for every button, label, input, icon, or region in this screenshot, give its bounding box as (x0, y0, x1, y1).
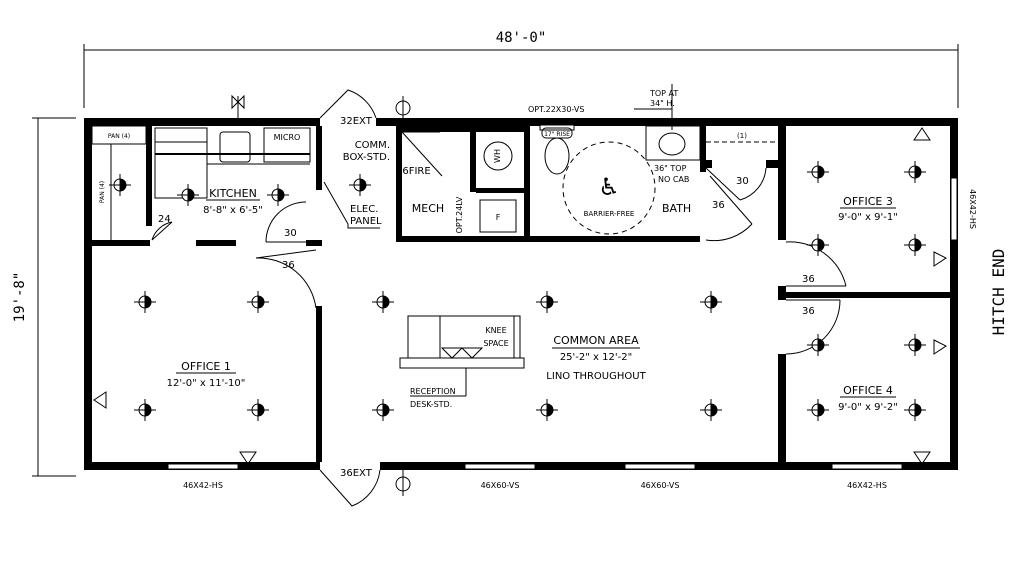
office4-door-label: 36 (802, 306, 815, 317)
meter-icon (395, 476, 411, 492)
office4-window-label: 46X42-HS (847, 481, 887, 490)
front-door-label: 32EXT (340, 116, 373, 127)
common-area-size: 25'-2" x 12'-2" (560, 352, 632, 363)
pantry-door-label: 24 (158, 214, 171, 225)
data-outlets (93, 127, 947, 465)
pantry-side-shelf-label: PAN (4) (99, 181, 106, 203)
common-window-right-label: 46X60-VS (641, 481, 680, 490)
kitchen-fixtures: PAN (4) PAN (4) MICRO KITCHEN 8'-8" x 6'… (91, 94, 311, 240)
light-fixture-icon (807, 399, 829, 421)
light-fixture-icon (807, 334, 829, 356)
microwave-label: MICRO (274, 133, 301, 142)
knee-space-label: KNEE (485, 326, 506, 335)
fire-door-label: 36FIRE (396, 166, 431, 177)
kitchen-name: KITCHEN (209, 187, 257, 200)
pantry-shelf-label: PAN (4) (108, 133, 130, 140)
light-fixture-icon (536, 291, 558, 313)
office4-name: OFFICE 4 (843, 384, 893, 397)
light-fixture-icon (372, 399, 394, 421)
wheelchair-icon: ♿ (598, 173, 620, 201)
light-fixture-icon (109, 174, 131, 196)
light-fixture-icon (807, 161, 829, 183)
doors: 24 30 36 32EXT 36EXT 30 36 36 36 (151, 89, 847, 507)
office3-size: 9'-0" x 9'-1" (838, 212, 898, 223)
furnace-icon (479, 199, 517, 233)
light-fixture-icon (904, 334, 926, 356)
light-fixture-icon (134, 291, 156, 313)
light-fixture-icon (247, 399, 269, 421)
closet-door-label: 30 (736, 176, 749, 187)
water-heater-label: WH (493, 149, 502, 163)
comm-box-std-label: BOX-STD. (343, 152, 390, 163)
lavatory-icon (658, 132, 686, 156)
bath-door-label: 36 (712, 200, 725, 211)
office3-door-label: 36 (802, 274, 815, 285)
bath-name: BATH (662, 202, 691, 215)
reception-desk: KNEE SPACE RECEPTION DESK-STD. (399, 315, 525, 409)
overall-width-dimension: 48'-0" (83, 30, 959, 108)
common-window-left-label: 46X60-VS (481, 481, 520, 490)
light-fixture-icon (904, 161, 926, 183)
range (154, 127, 208, 199)
office4-size: 9'-0" x 9'-2" (838, 402, 898, 413)
office1-name: OFFICE 1 (181, 360, 231, 373)
comm-box-label: COMM. (355, 140, 390, 151)
office3-name: OFFICE 3 (843, 195, 893, 208)
rear-door-label: 36EXT (340, 468, 373, 479)
mech-name: MECH (412, 202, 444, 215)
kitchen-door-label: 30 (284, 228, 297, 239)
bath-window-label: OPT.22X30-VS (528, 105, 584, 114)
light-fixture-icon (349, 174, 371, 196)
width-label: 48'-0" (496, 30, 547, 46)
office1-window-label: 46X42-HS (183, 481, 223, 490)
elec-panel-label-2: PANEL (350, 216, 382, 227)
top-height-label: 34" H. (650, 99, 675, 108)
light-fixture-icon (247, 291, 269, 313)
knee-space-label-2: SPACE (483, 339, 508, 348)
furnace-label: F (496, 213, 501, 222)
office1-door-label: 36 (282, 260, 295, 271)
light-fixture-icon (536, 399, 558, 421)
light-fixture-icon (134, 399, 156, 421)
light-fixture-icon (177, 184, 199, 206)
light-fixture-icon (700, 399, 722, 421)
hitch-end-label: HITCH END (989, 249, 1008, 336)
kitchen-size: 8'-8" x 6'-5" (203, 205, 263, 216)
light-fixture-icon (372, 291, 394, 313)
closet-shelf-label: (1) (737, 132, 747, 140)
gas-meter-icon (395, 100, 411, 116)
overall-depth-dimension: 19'-8" (12, 117, 76, 477)
louver-label: OPT.24LV (455, 196, 464, 233)
light-fixture-icon (904, 234, 926, 256)
light-fixture-icon (904, 399, 926, 421)
reception-desk-std-label: DESK-STD. (410, 400, 452, 409)
light-fixture-icon (267, 184, 289, 206)
hose-bib-icon (231, 94, 245, 110)
office3-window-label: 46X42-HS (968, 189, 977, 229)
barrier-free-label: BARRIER-FREE (584, 210, 635, 218)
office1-size: 12'-0" x 11'-10" (167, 378, 246, 389)
toilet-rise-label: 17" RISE (544, 131, 570, 138)
common-area-name: COMMON AREA (553, 334, 639, 347)
interior-walls (92, 126, 950, 470)
vanity-top-label: 36" TOP (654, 164, 687, 173)
windows: 46X42-HS 46X60-VS 46X60-VS 46X42-HS 46X4… (167, 177, 977, 490)
water-heater-icon (483, 141, 513, 171)
elec-panel-label: ELEC. (350, 204, 378, 215)
light-fixture-icon (700, 291, 722, 313)
sink-icon (219, 131, 251, 163)
top-at-label: TOP AT (649, 89, 678, 98)
reception-label: RECEPTION (410, 387, 456, 396)
depth-label: 19'-8" (12, 272, 28, 323)
vanity-no-cab-label: NO CAB (658, 175, 689, 184)
flooring-note: LINO THROUGHOUT (546, 371, 646, 382)
ceiling-lights (109, 161, 926, 421)
toilet-icon (544, 137, 570, 175)
light-fixture-icon (807, 234, 829, 256)
